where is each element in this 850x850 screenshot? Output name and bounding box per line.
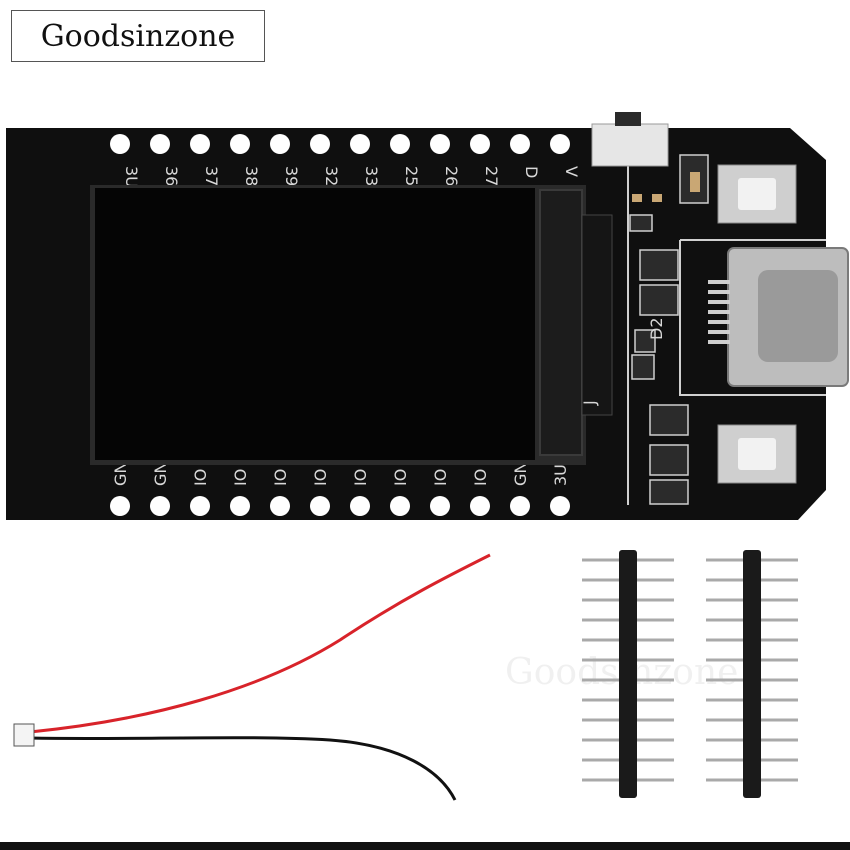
pin-hole xyxy=(230,496,250,516)
header-body xyxy=(619,550,637,798)
boot-button-cap xyxy=(738,438,776,470)
pin-label: IO xyxy=(471,469,490,486)
slide-switch-knob xyxy=(615,112,641,126)
pin-label: 25 xyxy=(402,166,421,186)
pin-label: IO xyxy=(191,469,210,486)
pin-label: 38 xyxy=(242,166,261,186)
pin-hole xyxy=(110,134,130,154)
pin-label: V xyxy=(562,166,581,177)
pin-hole xyxy=(270,134,290,154)
pin-label: GN xyxy=(511,462,530,486)
lcd-screen xyxy=(95,188,535,460)
pin-label: GN xyxy=(111,462,130,486)
pin-hole xyxy=(550,496,570,516)
reset-button-cap xyxy=(738,178,776,210)
pin-hole xyxy=(510,134,530,154)
pin-label: IO xyxy=(311,469,330,486)
pin-label: 26 xyxy=(442,166,461,186)
pin-hole xyxy=(270,496,290,516)
top-pin-labels: 3U 36 37 38 39 32 33 25 26 27 D V xyxy=(122,166,581,188)
brand-logo-box: Goodsinzone xyxy=(11,10,265,62)
pin-hole xyxy=(390,496,410,516)
pin-hole xyxy=(350,134,370,154)
jst-connector xyxy=(13,723,35,747)
pin-hole xyxy=(470,134,490,154)
pin-label: 36 xyxy=(162,166,181,186)
usb-c-pads xyxy=(708,280,730,344)
red-wire xyxy=(29,553,491,734)
pin-label: 3U xyxy=(122,166,141,188)
pin-label: GN xyxy=(151,462,170,486)
smd-components xyxy=(629,154,709,505)
pin-label: IO xyxy=(271,469,290,486)
pin-hole xyxy=(230,134,250,154)
black-wire xyxy=(29,736,457,801)
pin-hole xyxy=(310,134,330,154)
pin-hole xyxy=(510,496,530,516)
pin-hole xyxy=(350,496,370,516)
pin-label: 32 xyxy=(322,166,341,186)
pin-label: 3U xyxy=(551,464,570,486)
pin-label: IO xyxy=(231,469,250,486)
pin-hole xyxy=(310,496,330,516)
pin-hole xyxy=(190,496,210,516)
pin-header-left xyxy=(582,550,674,798)
pin-label: IO xyxy=(431,469,450,486)
pin-hole xyxy=(430,134,450,154)
bottom-pin-holes xyxy=(110,496,570,516)
header-body xyxy=(743,550,761,798)
pin-hole xyxy=(110,496,130,516)
lcd-flex-connector xyxy=(581,214,613,416)
pin-hole xyxy=(190,134,210,154)
pin-label: 27 xyxy=(482,166,501,186)
pin-hole xyxy=(470,496,490,516)
silkscreen-d2: D2 xyxy=(647,318,666,341)
bottom-rule xyxy=(0,842,850,850)
pin-hole xyxy=(390,134,410,154)
board-silkscreen-outline xyxy=(627,155,826,505)
smd-capacitors xyxy=(632,172,700,202)
silkscreen-j: J xyxy=(580,400,599,406)
slide-switch xyxy=(591,123,669,167)
pin-label: 39 xyxy=(282,166,301,186)
top-pin-holes xyxy=(110,134,570,154)
pin-header-right xyxy=(706,550,798,798)
pin-label: 33 xyxy=(362,166,381,186)
pin-hole xyxy=(150,134,170,154)
usb-c-port-inner xyxy=(758,270,838,362)
pin-label: IO xyxy=(391,469,410,486)
pin-label: IO xyxy=(351,469,370,486)
pin-hole xyxy=(430,496,450,516)
lcd-ribbon xyxy=(539,189,583,456)
pin-label: 37 xyxy=(202,166,221,186)
pin-hole xyxy=(150,496,170,516)
brand-name: Goodsinzone xyxy=(40,18,236,54)
pin-label: D xyxy=(522,166,541,178)
pin-hole xyxy=(550,134,570,154)
bottom-pin-labels: GN GN IO IO IO IO IO IO IO IO GN 3U xyxy=(111,462,570,486)
